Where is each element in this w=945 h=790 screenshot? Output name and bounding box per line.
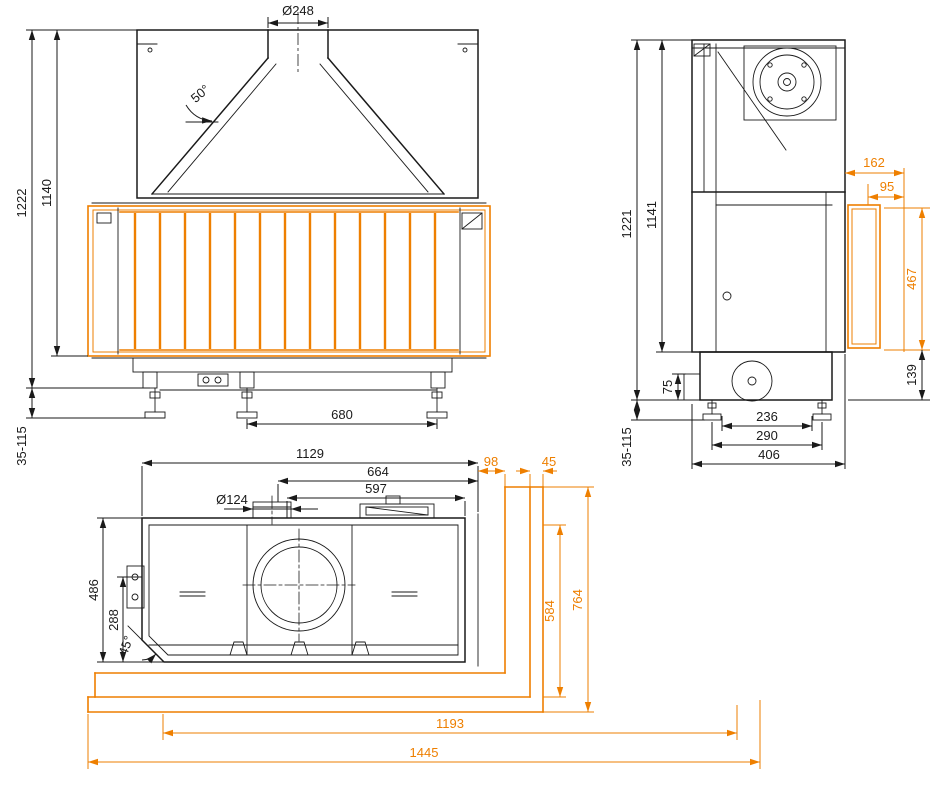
dim-label-side-height-body: 1141 [644, 201, 659, 229]
dim-side-height-body: 1141 [644, 40, 700, 353]
top-details [126, 495, 435, 656]
dim-top-wall-depth-inner: 584 [542, 524, 566, 698]
dim-label-top-width-glass: 597 [365, 481, 387, 496]
dim-side-depth-feet: 290 [711, 422, 823, 450]
dim-label-top-wall-width-outer: 1445 [410, 745, 439, 760]
dim-side-offset-top: 162 [845, 155, 905, 182]
top-body-linework [141, 513, 479, 667]
dim-front-height-body: 1140 [39, 30, 88, 357]
dim-side-offset-inner: 95 [867, 179, 904, 205]
dim-top-corner-angle: 45° [115, 634, 157, 664]
top-view: 1129 664 597 Ø124 486 288 [86, 446, 761, 769]
side-details [683, 43, 846, 402]
dim-side-rear-offset: 75 [660, 373, 692, 401]
dim-label-top-width-total: 1129 [296, 446, 324, 461]
dim-label-front-height-body: 1140 [39, 179, 54, 207]
dim-top-flue-diameter: Ø124 [216, 492, 318, 513]
dim-label-side-front-panel-height: 467 [904, 268, 919, 290]
dim-top-wall-width-inner: 1193 [162, 705, 738, 740]
dim-label-side-offset-inner: 95 [880, 179, 894, 194]
dim-side-height-total: 1221 [619, 39, 700, 401]
dim-label-front-flue-diameter: Ø248 [282, 3, 314, 18]
side-body-linework [691, 39, 846, 401]
side-flue-fan [752, 47, 822, 117]
dim-front-flue-diameter: Ø248 [267, 3, 329, 28]
front-louver-slats [133, 213, 437, 349]
dim-label-top-wall-width-inner: 1193 [436, 716, 464, 731]
front-adjustable-feet [144, 387, 448, 419]
dim-label-top-flue-diameter: Ø124 [216, 492, 248, 507]
front-louver-grille [87, 202, 491, 359]
dim-top-wall-thickness: 45 [516, 454, 557, 487]
dim-label-top-depth-total: 486 [86, 579, 101, 601]
front-hood-details [136, 43, 479, 195]
dim-label-top-wall-depth-inner: 584 [542, 600, 557, 622]
dim-label-side-offset-top: 162 [863, 155, 885, 170]
dim-label-side-plinth-height: 139 [904, 364, 919, 386]
dim-top-gap-right: 98 [478, 454, 506, 487]
dim-front-feet-adjust: 35-115 [14, 388, 165, 466]
dim-label-top-wall-depth-outer: 764 [570, 589, 585, 611]
dim-front-height-total: 1222 [14, 29, 150, 389]
dim-label-side-rear-offset: 75 [660, 380, 675, 394]
dim-side-depth-inner: 236 [721, 409, 813, 431]
dim-side-depth-total: 406 [691, 354, 846, 469]
dim-label-side-feet-adjust: 35-115 [619, 427, 634, 467]
side-wall-section [847, 180, 905, 352]
dim-label-front-height-total: 1222 [14, 189, 29, 218]
front-view: Ø248 50° 1222 1140 35-115 680 [14, 3, 491, 466]
dim-top-wall-depth-outer: 764 [543, 486, 594, 713]
dim-top-width-flue-right: 664 [277, 464, 478, 502]
front-hood-linework [136, 29, 479, 199]
dim-label-side-height-total: 1221 [619, 210, 634, 239]
dim-top-wall-width-outer: 1445 [87, 700, 761, 769]
top-flue-circle [242, 528, 356, 642]
dim-label-top-depth-front: 288 [106, 609, 121, 631]
dim-label-side-depth-inner: 236 [756, 409, 778, 424]
dim-front-feet-spacing: 680 [246, 407, 438, 429]
side-view: 1221 1141 35-115 162 95 467 [619, 39, 930, 469]
dim-top-width-glass: 597 [286, 481, 466, 518]
dim-label-front-feet-spacing: 680 [331, 407, 353, 422]
dim-label-top-corner-angle: 45° [115, 634, 136, 658]
dim-label-side-depth-feet: 290 [756, 428, 778, 443]
dim-side-plinth-height: 139 [848, 350, 930, 401]
dim-label-top-gap-right: 98 [484, 454, 498, 469]
side-adjustable-feet [702, 399, 832, 421]
dim-label-top-wall-thickness: 45 [542, 454, 556, 469]
dim-label-top-width-flue-right: 664 [367, 464, 389, 479]
front-base-frame [132, 357, 453, 391]
dim-side-feet-adjust: 35-115 [619, 400, 705, 467]
dim-top-depth-front: 288 [106, 576, 142, 662]
dim-label-side-depth-total: 406 [758, 447, 780, 462]
dim-label-front-feet-adjust: 35-115 [14, 426, 29, 466]
